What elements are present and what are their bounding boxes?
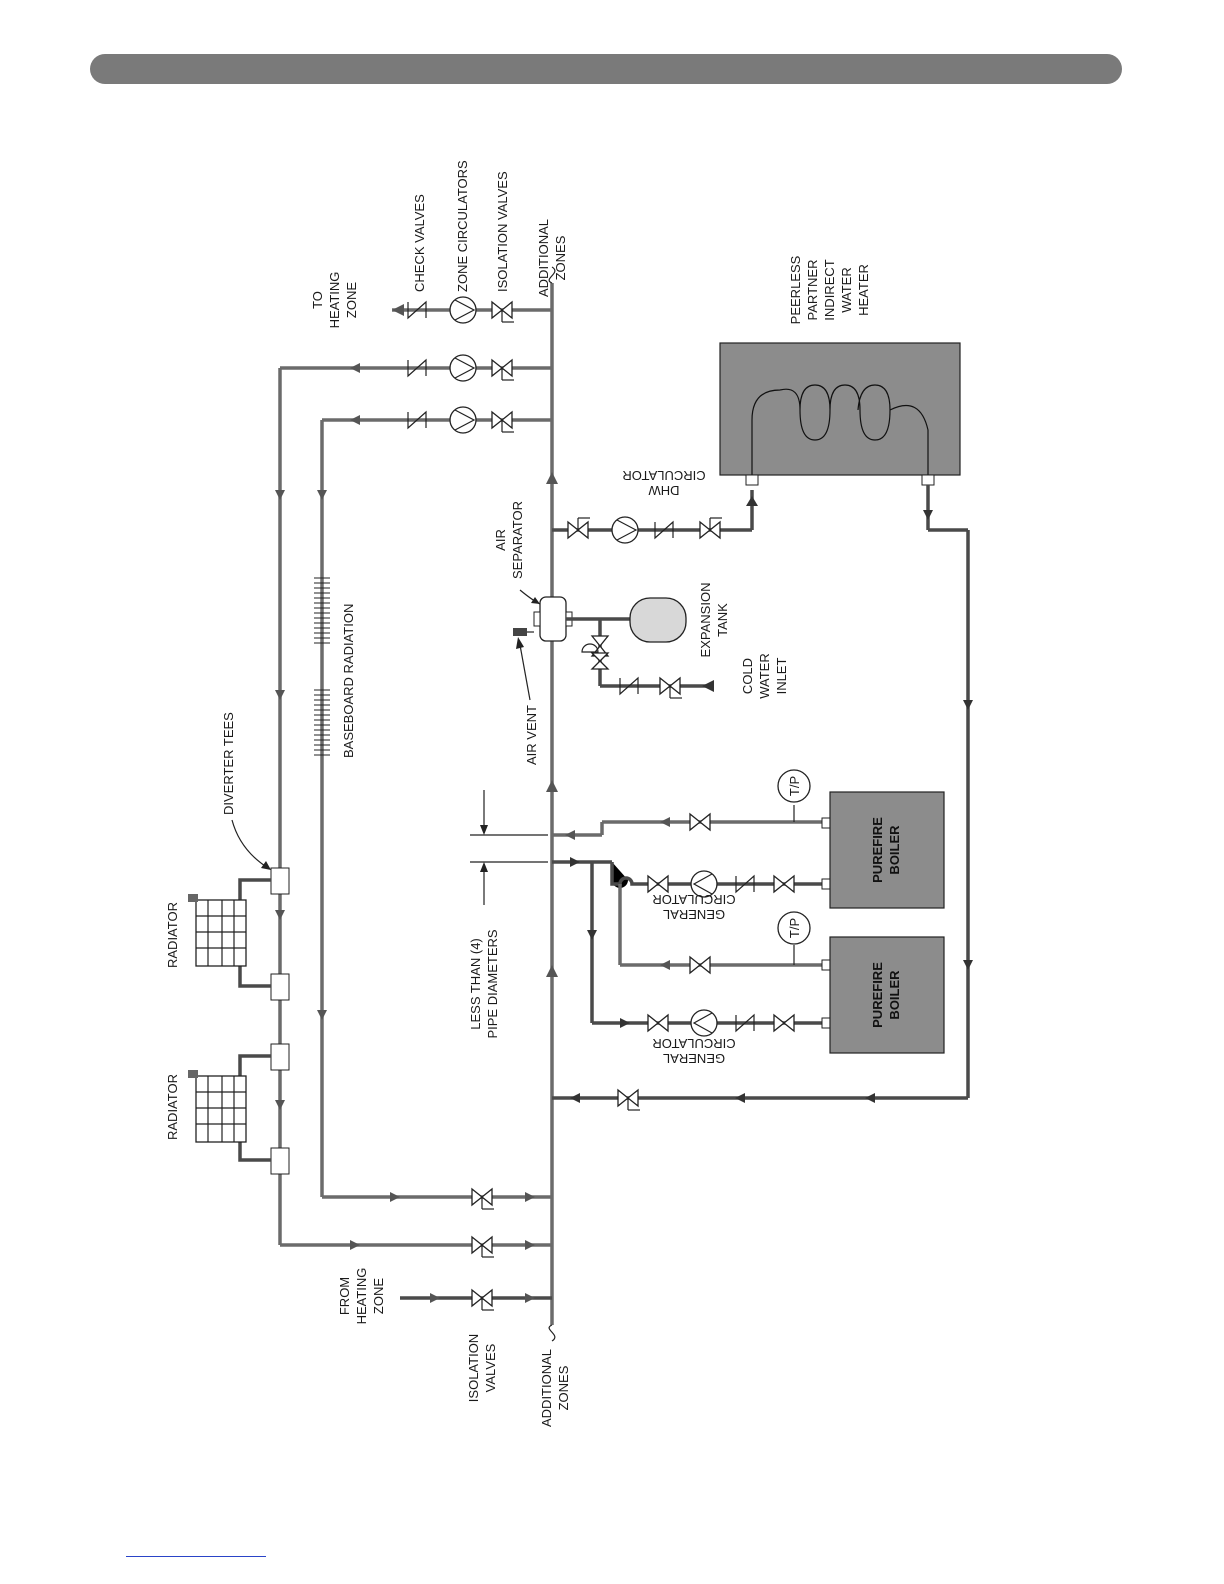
- general-circulator-1-line1: GENERAL: [663, 907, 725, 922]
- radiator-1-label: RADIATOR: [165, 902, 180, 968]
- air-vent-label: AIR VENT: [524, 705, 539, 765]
- boiler-1-line2: BOILER: [887, 825, 902, 875]
- label-to-heating-zone: TO HEATING ZONE: [310, 272, 359, 329]
- tp-gauge-2-label: T/P: [787, 918, 802, 938]
- isolation-valves-bottom-line1: ISOLATION: [466, 1334, 481, 1402]
- pipe-diameters-line1: LESS THAN (4): [468, 938, 483, 1030]
- air-separator: [519, 589, 573, 642]
- pipe-diameters-line2: PIPE DIAMETERS: [485, 929, 500, 1038]
- label-general-circulator-2: GENERAL CIRCULATOR: [652, 1036, 735, 1066]
- label-general-circulator-1: GENERAL CIRCULATOR: [652, 892, 735, 922]
- additional-zones-top-line2: ZONES: [553, 235, 568, 280]
- additional-zones-bottom-line2: ZONES: [556, 1365, 571, 1410]
- zone-circulator-set-1: [407, 296, 514, 324]
- baseboard-fins: [314, 577, 330, 756]
- general-circulator-2-line1: GENERAL: [663, 1051, 725, 1066]
- radiator-zone-pipe: [275, 368, 552, 1258]
- expansion-tank-line: [566, 617, 714, 699]
- radiator-2: [188, 1054, 271, 1162]
- air-vent: [513, 628, 534, 701]
- to-heating-zone-line3: ZONE: [344, 282, 359, 318]
- air-separator-line1: AIR: [493, 529, 508, 551]
- header-bar: [90, 54, 1122, 84]
- label-dhw-circulator: DHW CIRCULATOR: [622, 468, 705, 498]
- label-radiator-1: RADIATOR: [165, 902, 180, 968]
- main-header-pipe: [546, 266, 558, 1342]
- to-heating-zone-line1: TO: [310, 291, 325, 309]
- label-isolation-valves-top: ISOLATION VALVES: [495, 171, 510, 292]
- boiler-1-piping: [552, 769, 831, 898]
- indirect-heater-line3: INDIRECT: [822, 259, 837, 320]
- diverter-tees: [270, 867, 290, 1175]
- general-circulator-2-line2: CIRCULATOR: [652, 1036, 735, 1051]
- indirect-heater-line2: PARTNER: [805, 260, 820, 321]
- additional-zones-bottom-line1: ADDITIONAL: [539, 1349, 554, 1427]
- cold-water-inlet-line1: COLD: [740, 658, 755, 694]
- dhw-circulator-line2: CIRCULATOR: [622, 468, 705, 483]
- boiler-2: [829, 936, 945, 1054]
- air-separator-line2: SEPARATOR: [510, 501, 525, 579]
- label-boiler-2: PUREFIRE BOILER: [870, 962, 902, 1028]
- tp-2-label: T/P: [787, 918, 802, 938]
- heater-return-pipe: [552, 485, 973, 1111]
- expansion-tank-line2: TANK: [715, 603, 730, 637]
- label-radiator-2: RADIATOR: [165, 1074, 180, 1140]
- check-valves-label: CHECK VALVES: [412, 194, 427, 292]
- boiler-2-line1: PUREFIRE: [870, 962, 885, 1028]
- boiler-2-piping: [587, 862, 831, 1037]
- label-baseboard-radiation: BASEBOARD RADIATION: [341, 604, 356, 758]
- general-circulator-1-line2: CIRCULATOR: [652, 892, 735, 907]
- additional-zones-top-line1: ADDITIONAL: [536, 219, 551, 297]
- cold-water-inlet-line2: WATER: [757, 653, 772, 699]
- label-additional-zones-bottom: ADDITIONAL ZONES: [539, 1349, 571, 1427]
- label-diverter-tees: DIVERTER TEES: [221, 712, 236, 815]
- pipe-diameter-dimension: [470, 790, 548, 905]
- label-from-heating-zone: FROM HEATING ZONE: [337, 1268, 386, 1325]
- baseboard-radiation-label: BASEBOARD RADIATION: [341, 604, 356, 758]
- zone-circulators-label: ZONE CIRCULATORS: [455, 160, 470, 292]
- baseboard-zone-pipe: [317, 420, 552, 1210]
- label-indirect-heater: PEERLESS PARTNER INDIRECT WATER HEATER: [788, 255, 871, 324]
- label-pipe-diameters: LESS THAN (4) PIPE DIAMETERS: [468, 929, 500, 1038]
- boiler-1-line1: PUREFIRE: [870, 817, 885, 883]
- indirect-heater-line1: PEERLESS: [788, 255, 803, 324]
- isolation-valves-top-label: ISOLATION VALVES: [495, 171, 510, 292]
- tp-gauge-1-label: T/P: [787, 776, 802, 796]
- label-isolation-valves-bottom: ISOLATION VALVES: [466, 1334, 498, 1402]
- indirect-heater-line4: WATER: [839, 267, 854, 313]
- expansion-tank-line1: EXPANSION: [698, 583, 713, 658]
- from-heating-zone-line2: HEATING: [354, 1268, 369, 1325]
- indirect-water-heater: [719, 342, 961, 486]
- radiator-1: [188, 878, 271, 988]
- label-air-vent: AIR VENT: [524, 705, 539, 765]
- from-heating-zone-line3: ZONE: [371, 1278, 386, 1314]
- from-heating-zone-pipe: [400, 1288, 552, 1311]
- label-boiler-1: PUREFIRE BOILER: [870, 817, 902, 883]
- label-zone-circulators: ZONE CIRCULATORS: [455, 160, 470, 292]
- zone-circulator-set-2: [407, 354, 514, 382]
- dhw-branch: [552, 490, 758, 544]
- label-check-valves: CHECK VALVES: [412, 194, 427, 292]
- from-heating-zone-line1: FROM: [337, 1277, 352, 1315]
- label-air-separator: AIR SEPARATOR: [493, 501, 525, 579]
- diverter-tees-label: DIVERTER TEES: [221, 712, 236, 815]
- tp-1-label: T/P: [787, 776, 802, 796]
- radiator-2-label: RADIATOR: [165, 1074, 180, 1140]
- label-additional-zones-top: ADDITIONAL ZONES: [536, 219, 568, 297]
- cold-water-inlet-line3: INLET: [774, 658, 789, 695]
- isolation-valves-bottom-line2: VALVES: [483, 1343, 498, 1392]
- diverter-tees-leader: [231, 819, 271, 870]
- dhw-circulator-line1: DHW: [648, 483, 680, 498]
- zone-circulator-set-3: [407, 406, 514, 434]
- boiler-1: [829, 791, 945, 909]
- indirect-heater-line5: HEATER: [856, 264, 871, 316]
- expansion-tank: [629, 597, 687, 643]
- label-cold-water-inlet: COLD WATER INLET: [740, 653, 789, 699]
- boiler-2-line2: BOILER: [887, 970, 902, 1020]
- to-heating-zone-line2: HEATING: [327, 272, 342, 329]
- label-expansion-tank: EXPANSION TANK: [698, 583, 730, 658]
- footer-link-underline: [126, 1556, 266, 1557]
